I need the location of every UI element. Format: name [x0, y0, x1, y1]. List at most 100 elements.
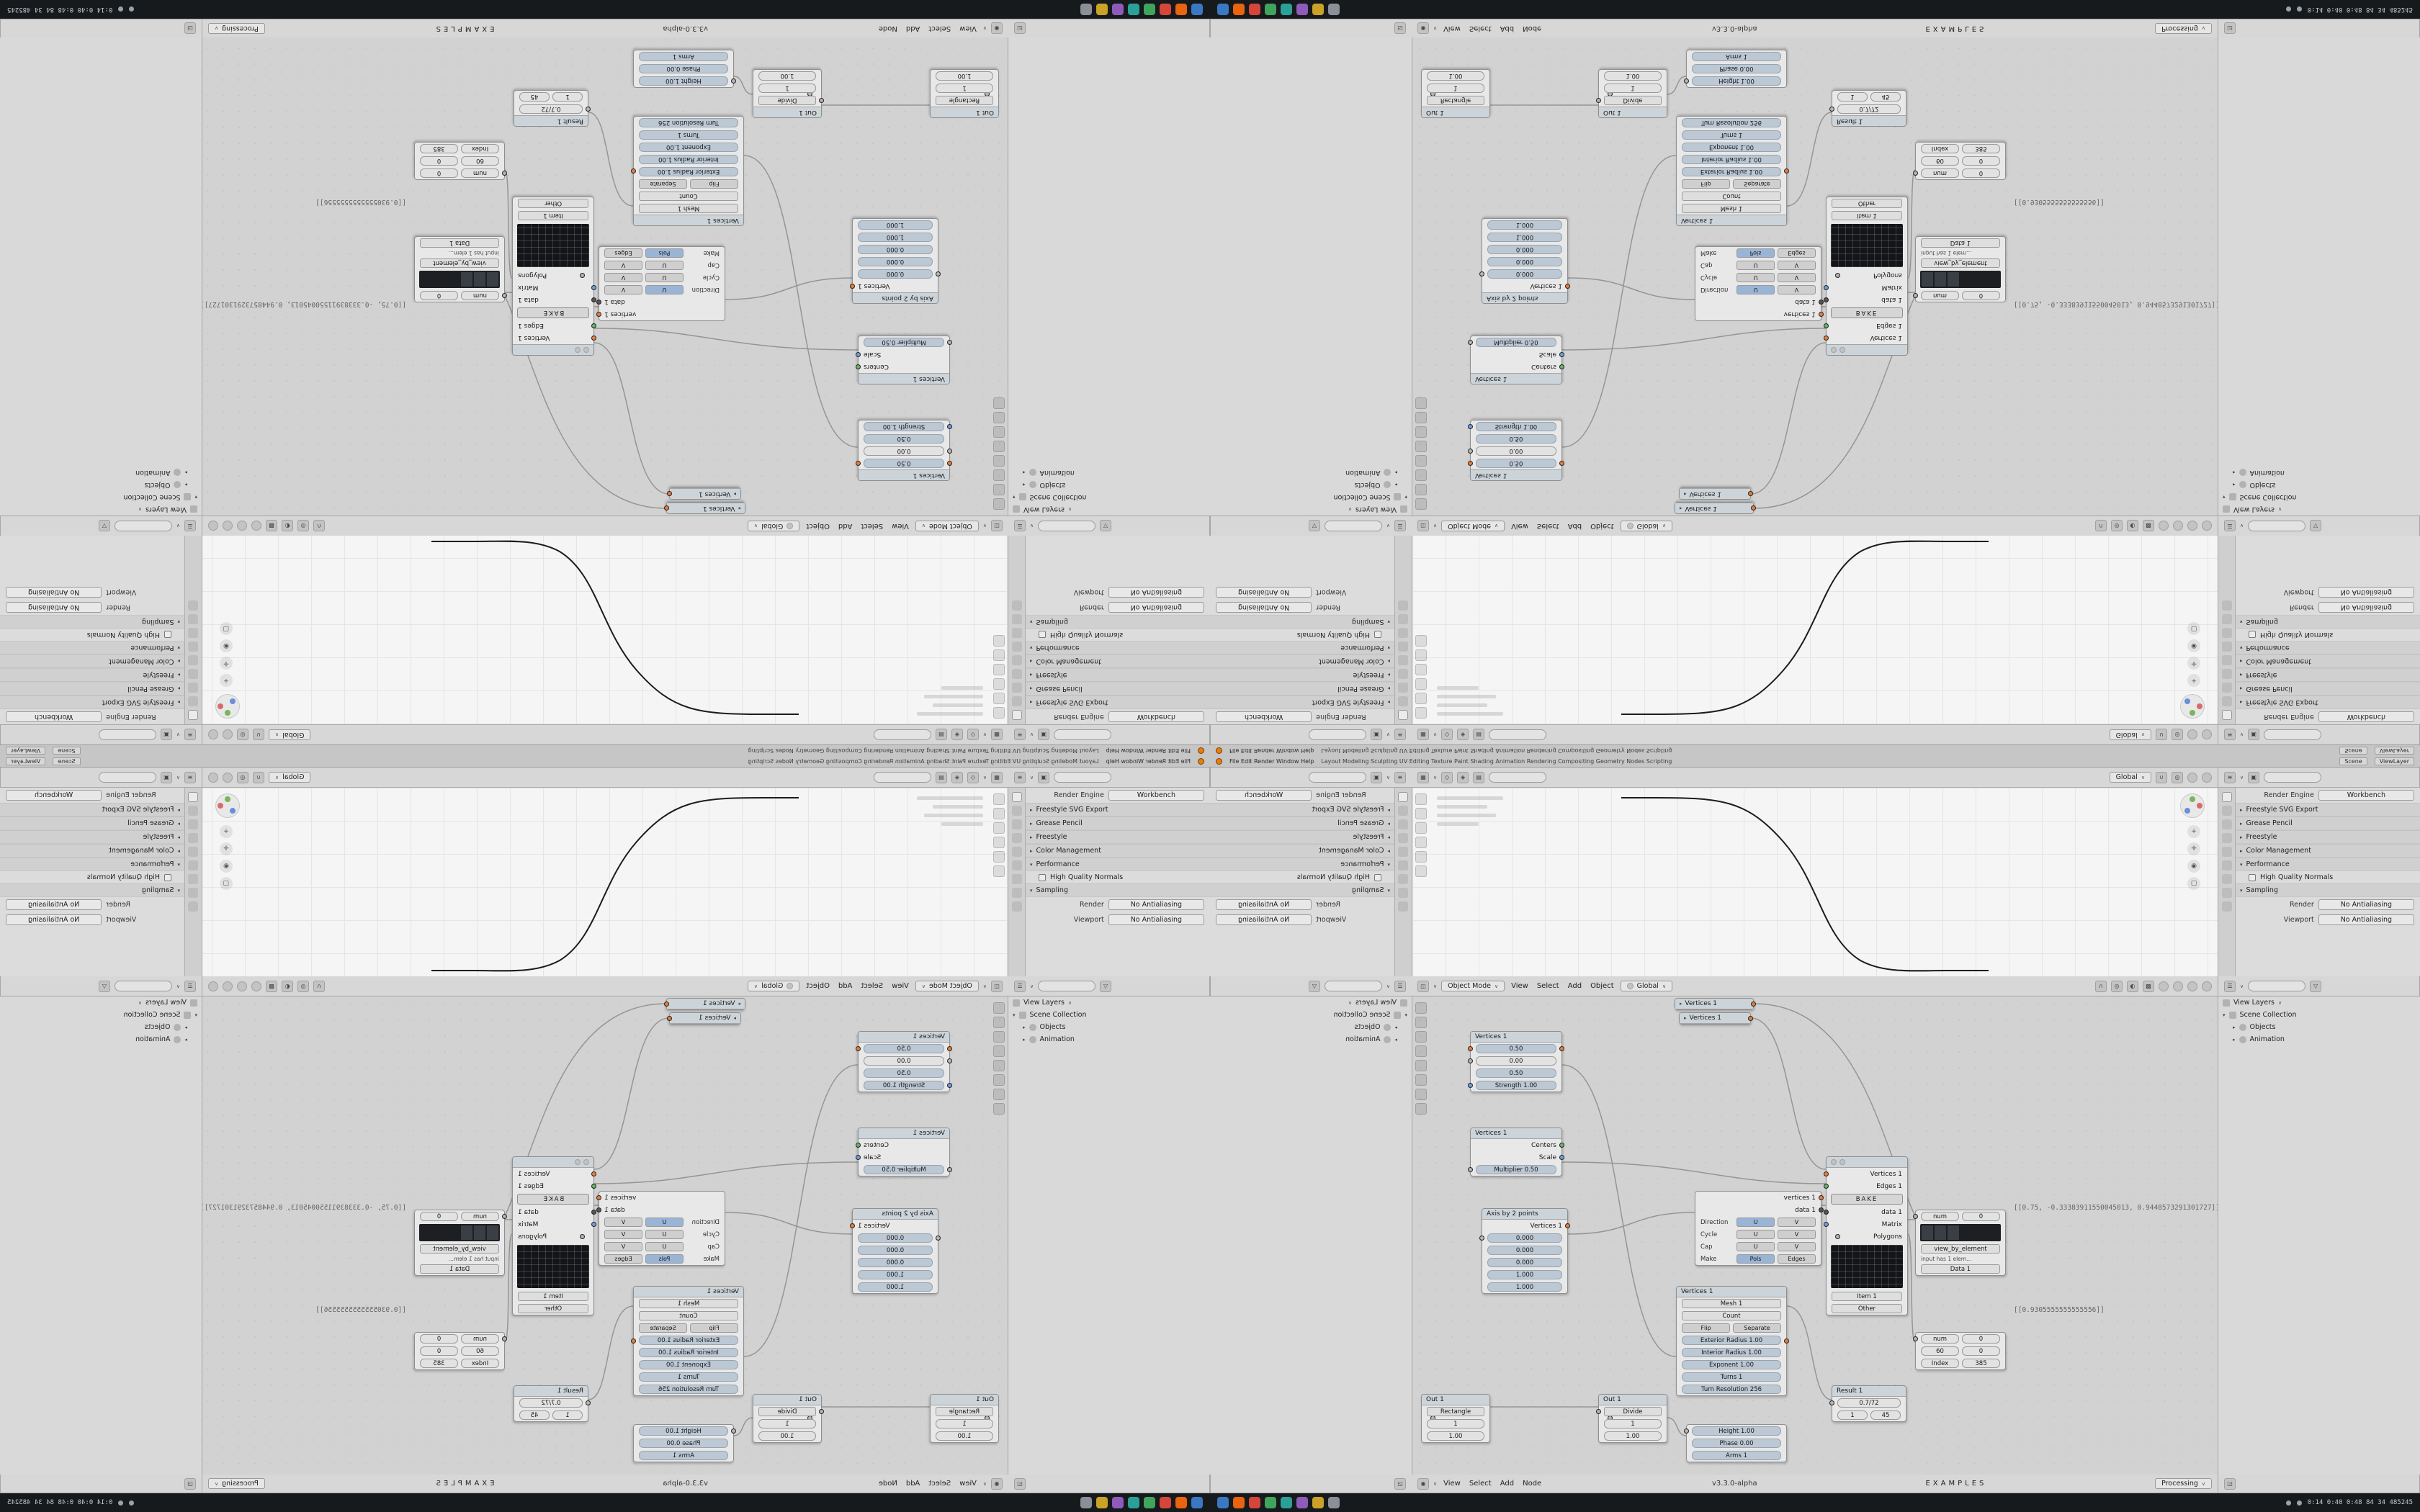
value-field[interactable]: 1.00	[1604, 71, 1662, 81]
node-title[interactable]: Vertices 1	[1471, 1128, 1561, 1139]
panel-header-sampling[interactable]: ▾Sampling	[2236, 883, 2420, 897]
value-field[interactable]: 0.7/72	[519, 1398, 583, 1408]
wireframe-shading-icon[interactable]	[251, 521, 261, 531]
viewlayer-selector[interactable]: ViewLayer	[6, 747, 46, 755]
blender-logo-icon[interactable]	[1198, 747, 1204, 754]
app-icon-firefox[interactable]	[1233, 1497, 1245, 1508]
index-field[interactable]: Index	[461, 144, 499, 153]
socket-input[interactable]	[591, 323, 596, 329]
properties-tab-icon[interactable]	[2221, 614, 2232, 624]
value-slider[interactable]: 0.000	[1487, 1258, 1562, 1267]
box-select-tool-icon[interactable]	[993, 484, 1005, 495]
value-slider[interactable]: 0.000	[1487, 269, 1562, 279]
toggle-u[interactable]: U	[645, 273, 684, 282]
tool-icon[interactable]	[1415, 1089, 1427, 1100]
outliner-row-scene-collection[interactable]: ▾Scene Collection	[1210, 1009, 1412, 1021]
node-editor-canvas[interactable]: ▸Vertices 1 ▸Vertices 1 Vertices 1 0.50 …	[202, 37, 1008, 516]
panel-header-freestyle[interactable]: ▸Freestyle	[1026, 830, 1210, 844]
node-title[interactable]: Result 1	[514, 1386, 588, 1406]
toggle-u[interactable]: U	[1736, 273, 1775, 282]
annotate-tool-icon[interactable]	[1415, 469, 1427, 481]
menu-select[interactable]: Select	[1536, 982, 1559, 990]
properties-tab-icon[interactable]	[188, 847, 199, 857]
cursor-tool-icon[interactable]	[1415, 693, 1427, 704]
socket-input[interactable]	[1913, 1213, 1918, 1219]
select-tool-icon[interactable]	[993, 707, 1005, 719]
socket-output[interactable]	[1751, 505, 1756, 511]
data-dropdown[interactable]: Data 1	[420, 238, 499, 248]
color-swatch-row[interactable]	[419, 1224, 500, 1241]
solid-shading-icon[interactable]	[237, 521, 247, 531]
socket-output[interactable]	[1819, 312, 1824, 318]
socket-input[interactable]	[1824, 285, 1829, 291]
value-slider[interactable]: 1.000	[858, 1270, 933, 1279]
properties-tab-icon[interactable]	[2221, 696, 2232, 706]
snap-icon[interactable]: ∪	[253, 771, 264, 783]
socket-output[interactable]	[856, 364, 861, 370]
draw-icon[interactable]	[1839, 347, 1845, 353]
annotate-tool-icon[interactable]	[1415, 1031, 1427, 1043]
app-icon-browser[interactable]	[1191, 4, 1203, 15]
properties-editor-icon[interactable]: ≡	[1394, 771, 1406, 783]
value-field[interactable]: 60	[1921, 1346, 1959, 1356]
tool-icon[interactable]	[1415, 1074, 1427, 1086]
value-slider[interactable]: 0.50	[1476, 1044, 1556, 1053]
menu-view[interactable]: View	[1511, 522, 1528, 530]
socket-output[interactable]	[580, 1233, 585, 1239]
topbar-menus[interactable]: File Edit Render Window Help	[1229, 758, 1314, 765]
socket-input[interactable]	[1468, 461, 1473, 467]
properties-tab-icon[interactable]	[1398, 874, 1409, 884]
editor-type-icon[interactable]: ▦	[1417, 729, 1429, 741]
camera-view-icon[interactable]: ◉	[220, 860, 233, 873]
zoom-icon[interactable]: +	[2187, 825, 2200, 838]
num-field[interactable]: num	[1921, 168, 1959, 178]
toggle-v[interactable]: V	[604, 1218, 642, 1227]
properties-tab-icon[interactable]	[1011, 696, 1022, 706]
value-field[interactable]: 0	[1962, 1334, 2000, 1344]
panel-header-sampling[interactable]: ▾Sampling	[0, 883, 184, 897]
tool-icon[interactable]	[993, 1089, 1005, 1100]
properties-tab-icon[interactable]	[1011, 833, 1022, 843]
viewport-aa-dropdown[interactable]: No Antialiasing	[2318, 587, 2414, 598]
node-title[interactable]: Out 1	[931, 91, 998, 117]
other-dropdown[interactable]: Other	[518, 1304, 588, 1313]
toggle-v[interactable]: V	[1778, 285, 1816, 294]
tree-status-dropdown[interactable]: Processing ∨	[207, 1478, 265, 1489]
value-slider[interactable]: 0.50	[1476, 1068, 1556, 1078]
menu-add[interactable]: Add	[1500, 1480, 1515, 1488]
node-title[interactable]: ▸Vertices 1	[664, 503, 745, 513]
app-icon-mail[interactable]	[1249, 1497, 1260, 1508]
annotate-tool-icon[interactable]	[993, 469, 1005, 481]
node-title[interactable]: Out 1	[1422, 1395, 1489, 1421]
select-tool-icon[interactable]	[1415, 1002, 1427, 1014]
socket-input[interactable]	[1829, 1400, 1834, 1405]
viewport-aa-dropdown[interactable]: No Antialiasing	[2318, 914, 2414, 925]
header-search-input[interactable]	[873, 729, 931, 740]
count-dropdown[interactable]: Count	[639, 1311, 738, 1320]
outliner-row-objects[interactable]: ▸Objects	[1210, 1021, 1412, 1033]
filter-icon[interactable]: ▽	[98, 980, 110, 992]
viewport-aa-dropdown[interactable]: No Antialiasing	[1108, 587, 1204, 598]
properties-search-input[interactable]	[98, 772, 156, 783]
node-title[interactable]: Vertices 1	[1471, 1032, 1561, 1043]
value-slider[interactable]: Multiplier 0.50	[864, 338, 944, 347]
properties-tab-icon[interactable]	[1398, 696, 1409, 706]
editor-corner-icon[interactable]: ◲	[1394, 1477, 1406, 1490]
app-icon-terminal[interactable]	[1128, 1497, 1139, 1508]
index-value-field[interactable]: 385	[1962, 1359, 2000, 1368]
separate-toggle[interactable]: Separate	[639, 179, 687, 189]
properties-tab-icon[interactable]	[1011, 860, 1022, 870]
properties-tab-icon[interactable]	[1011, 874, 1022, 884]
toggle-edges[interactable]: Edges	[1778, 248, 1816, 258]
node-title[interactable]: ▸Vertices 1	[667, 488, 740, 499]
properties-tab-icon[interactable]	[1398, 655, 1409, 665]
orientation-dropdown[interactable]: Global ∨	[269, 729, 311, 740]
menu-node[interactable]: Node	[1523, 1480, 1542, 1488]
flip-toggle[interactable]: Flip	[690, 179, 738, 189]
breadcrumb-icon[interactable]: ▣	[1370, 729, 1382, 741]
snap-icon[interactable]: ∪	[2156, 771, 2167, 783]
header-icon-button[interactable]: ◇	[967, 771, 979, 783]
view-mode-dropdown[interactable]: view_by_element	[420, 1244, 499, 1254]
